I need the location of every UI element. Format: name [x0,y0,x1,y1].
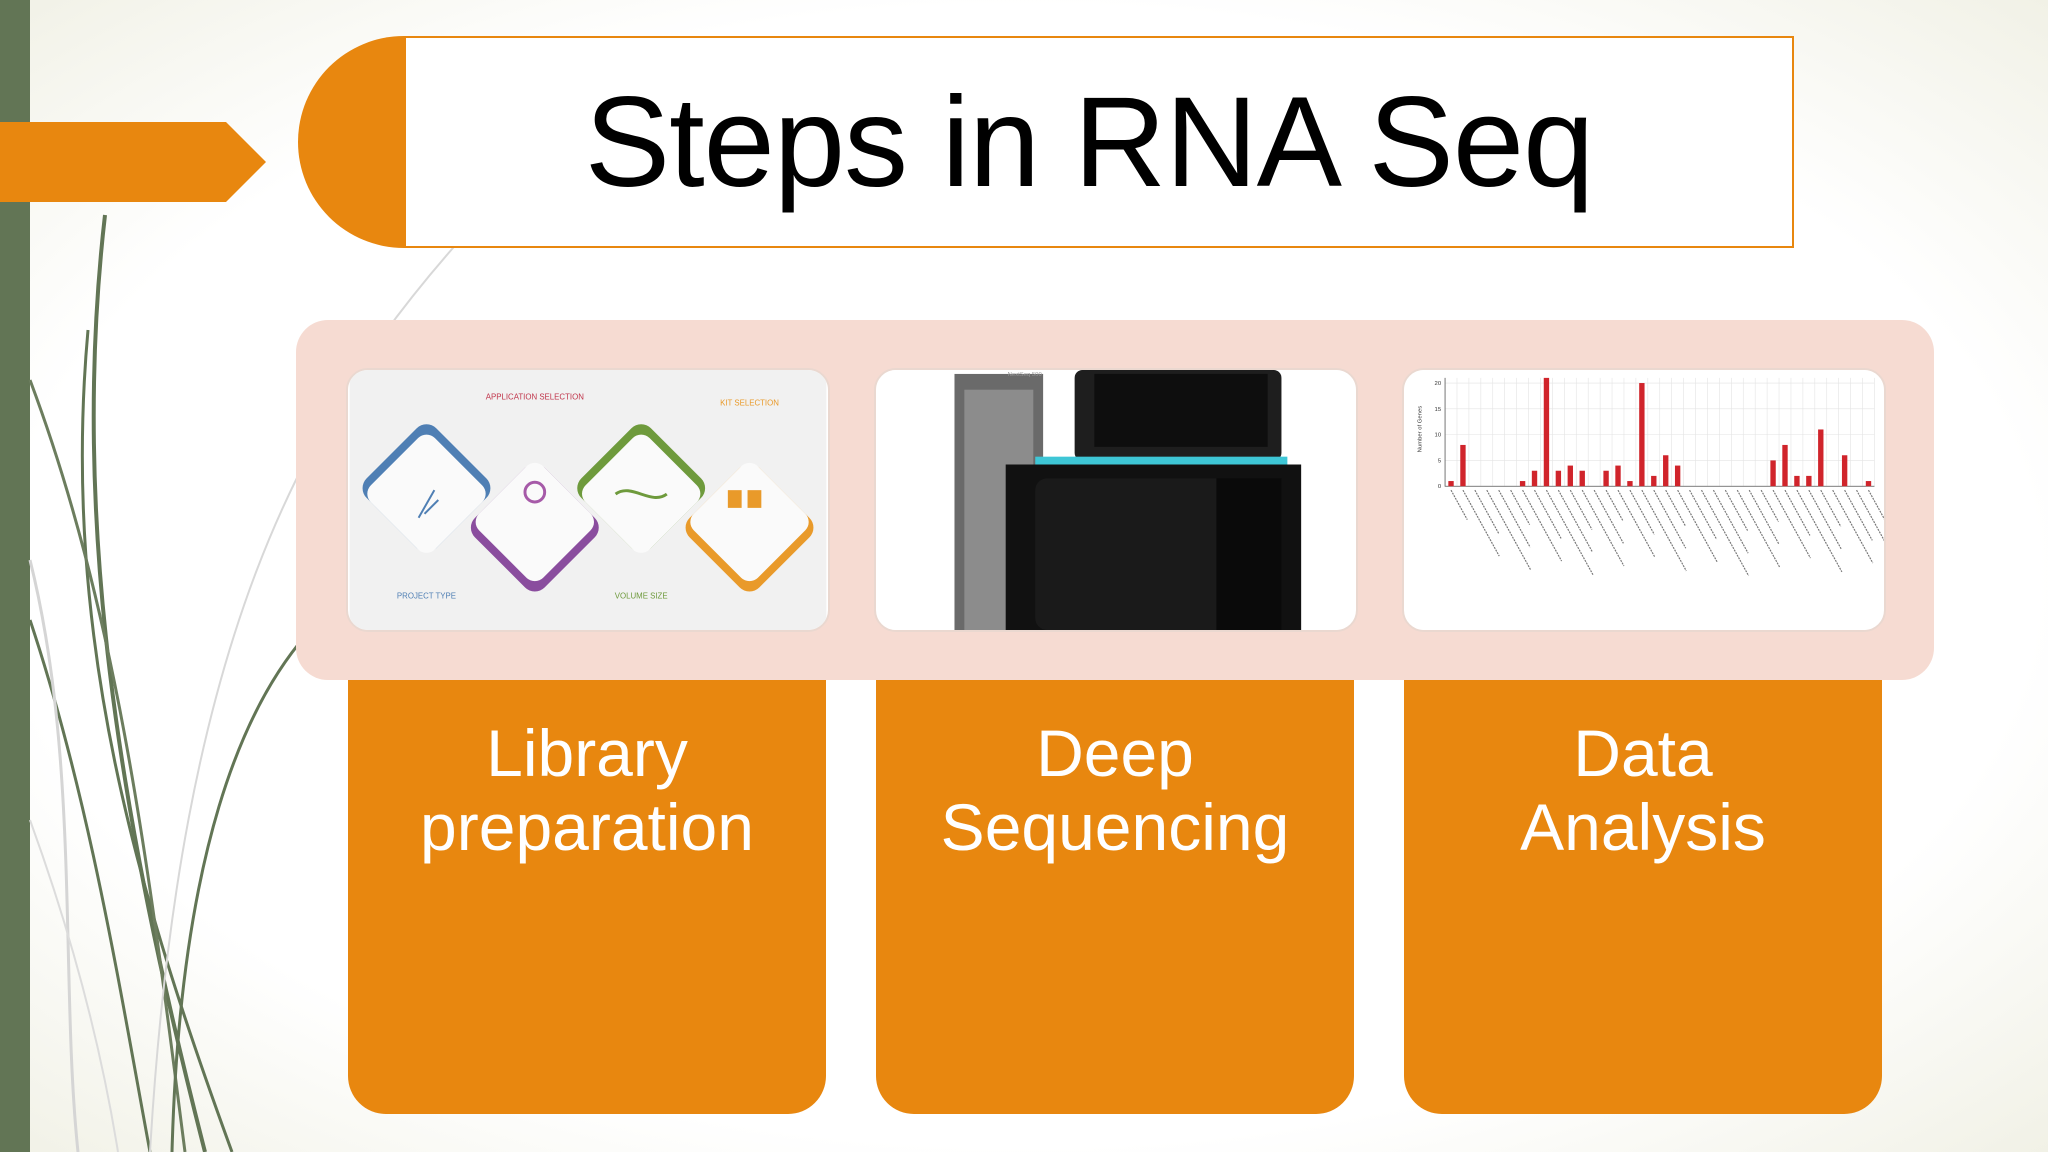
chart-x-label-mark [1772,489,1811,559]
step-label: Data Analysis [1404,716,1882,1114]
chart-x-label-mark [1665,489,1686,526]
step-label-line2: Sequencing [940,790,1290,864]
chart-x-label-mark [1748,489,1780,545]
sequencer-image: NextSeq 500 [874,368,1358,632]
project-type-label: PROJECT TYPE [397,591,456,600]
chart-x-labels [1450,489,1884,577]
chart-bar [1567,465,1573,487]
chart-bar [1806,475,1812,487]
chart-bar [1674,465,1681,487]
chart-y-tick-label: 0 [1438,484,1442,490]
chart-bar [1651,475,1657,487]
chart-bar [1841,455,1848,487]
application-selection-label: APPLICATION SELECTION [486,393,584,402]
step-label-line2: preparation [420,790,754,864]
chart-x-label-mark [1867,489,1884,520]
kit-selection-label: KIT SELECTION [720,398,779,407]
orange-arrow-tab [0,122,266,202]
chart-x-label-mark [1569,489,1593,530]
chart-x-label-mark [1474,489,1500,534]
chart-bar [1531,470,1538,487]
chart-bar [1639,383,1645,487]
chart-bar [1865,481,1872,487]
analysis-bar-chart: 0 5 10 15 20 Number of Genes [1405,370,1884,630]
chart-grid [1444,377,1875,487]
chart-x-label-mark [1808,489,1842,550]
chart-bar [1603,470,1609,487]
chart-x-label-mark [1581,489,1625,567]
chart-y-tick-label: 20 [1435,381,1442,387]
chart-x-label-mark [1450,489,1468,520]
chart-x-label-mark [1712,489,1749,554]
chart-x-label-mark [1856,489,1884,542]
step-card-deep-sequencing[interactable]: Deep Sequencing [876,680,1354,1114]
chart-x-label-mark [1784,489,1811,536]
chart-x-label-mark [1593,489,1624,544]
chart-x-label-mark [1629,489,1655,535]
chart-bar [1782,444,1788,487]
chart-x-label-mark [1760,489,1779,522]
title-box: Steps in RNA Seq [404,36,1794,248]
chart-x-label-mark [1533,489,1562,539]
chart-bar [1543,377,1550,487]
chart-y-tick-label: 15 [1435,407,1442,413]
chart-x-label-mark [1617,489,1656,558]
step-label: Deep Sequencing [876,716,1354,1114]
library-prep-diagram: APPLICATION SELECTION KIT SELECTION PROJ… [349,370,827,630]
step-label-line1: Library [486,716,688,790]
chart-x-label-mark [1486,489,1532,571]
chart-bar [1818,429,1824,487]
chart-x-label-mark [1522,489,1563,562]
chart-bars [1448,377,1872,487]
library-prep-image: APPLICATION SELECTION KIT SELECTION PROJ… [346,368,830,632]
step-label-line2: Analysis [1520,790,1766,864]
chart-bar [1794,475,1800,487]
slide-title: Steps in RNA Seq [584,70,1595,214]
chart-bar [1627,481,1633,487]
step-label-line1: Data [1573,716,1713,790]
step-card-data-analysis[interactable]: Data Analysis [1404,680,1882,1114]
instrument-label: NextSeq 500 [1008,372,1043,378]
step-label-line1: Deep [1036,716,1194,790]
chart-axis [1444,377,1875,487]
chart-y-ticks: 0 5 10 15 20 [1435,381,1442,490]
chart-x-label-mark [1832,489,1874,564]
chart-x-label-mark [1510,489,1531,525]
chart-bar [1579,470,1585,487]
chart-y-tick-label: 5 [1438,458,1442,464]
sequencer-instrument: NextSeq 500 [877,370,1355,630]
chart-x-label-mark [1653,489,1687,549]
chart-x-label-mark [1844,489,1873,541]
volume-size-label: VOLUME SIZE [615,591,668,600]
chart-bar [1460,444,1466,487]
chart-x-label-mark [1462,489,1500,557]
chart-y-tick-label: 10 [1435,433,1442,439]
chart-x-label-mark [1724,489,1749,531]
chart-bar [1519,481,1526,487]
chart-x-label-mark [1545,489,1594,576]
chart-bar [1555,470,1562,487]
step-label: Library preparation [348,716,826,1114]
step-card-library-preparation[interactable]: Library preparation [348,680,826,1114]
chart-bar [1448,481,1454,487]
chart-x-label-mark [1641,489,1687,572]
analysis-chart-image: 0 5 10 15 20 Number of Genes [1402,368,1886,632]
chart-x-label-mark [1820,489,1842,527]
chart-x-label-mark [1796,489,1843,573]
chart-x-label-mark [1498,489,1531,548]
chart-x-label-mark [1689,489,1718,540]
chart-x-label-mark [1700,489,1750,577]
chart-bar [1615,465,1621,487]
chart-bar [1663,455,1669,487]
chart-ylabel: Number of Genes [1417,406,1423,453]
chart-x-label-mark [1677,489,1718,563]
chart-bar [1770,460,1776,487]
